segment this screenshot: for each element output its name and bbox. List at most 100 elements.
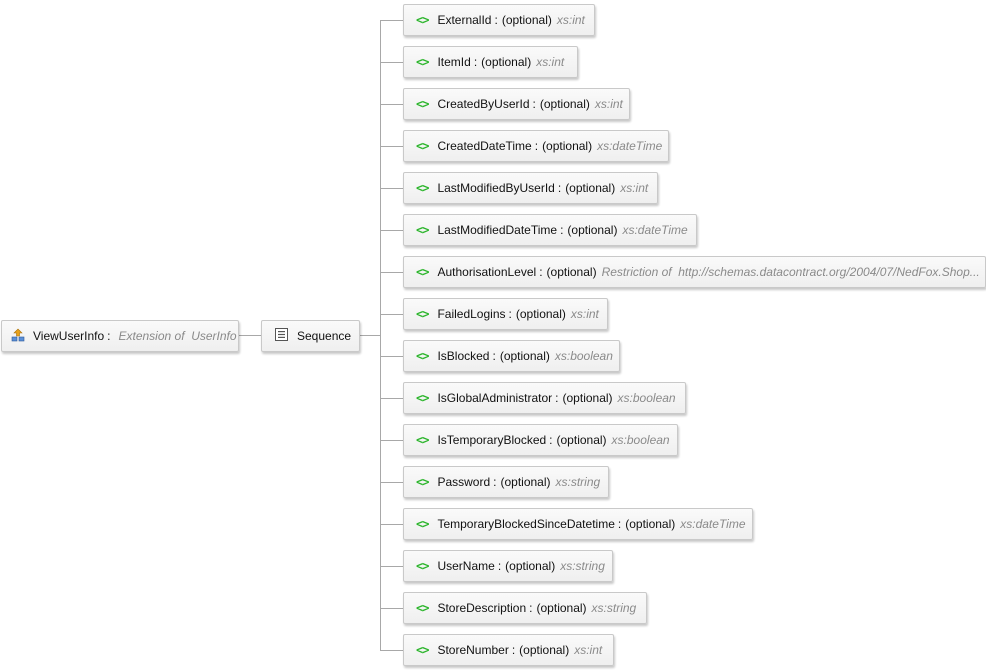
element-separator: :	[534, 139, 539, 153]
element-occurrence: (optional)	[539, 97, 590, 111]
element-node[interactable]: <> StoreDescription:(optional) xs:string	[403, 592, 647, 624]
element-type: xs:string	[591, 601, 637, 615]
element-node[interactable]: <>CreatedDateTime:(optional)xs:dateTime	[403, 130, 669, 162]
element-node[interactable]: <>LastModifiedByUserId:(optional)xs:int	[403, 172, 658, 204]
element-node[interactable]: <>UserName:(optional)xs:string	[403, 550, 613, 582]
element-icon: <>	[416, 223, 429, 237]
element-icon: <>	[416, 349, 429, 363]
root-type-separator: :	[107, 329, 111, 343]
element-name: ExternalId	[437, 13, 492, 27]
sequence-trunk-line	[380, 20, 381, 651]
element-node[interactable]: <>Password:(optional)xs:string	[403, 466, 609, 498]
element-branch-connector	[380, 482, 403, 483]
element-name: CreatedByUserId	[437, 97, 530, 111]
element-separator: :	[493, 475, 497, 489]
element-separator: :	[555, 391, 559, 405]
element-branch-connector	[380, 356, 403, 357]
element-type: xs:string	[555, 475, 601, 489]
element-node[interactable]: <>FailedLogins:(optional)xs:int	[403, 298, 608, 330]
element-icon: <>	[416, 139, 429, 153]
sequence-to-trunk-connector	[360, 335, 380, 336]
element-node[interactable]: <> AuthorisationLevel:(optional) Restricti…	[403, 256, 986, 288]
element-branch-connector	[380, 650, 403, 651]
element-name: LastModifiedDateTime	[437, 223, 558, 237]
element-branch-connector	[380, 104, 403, 105]
element-type: xs:int	[620, 181, 649, 195]
element-node[interactable]: <> TemporaryBlockedSinceDatetime:(optiona…	[403, 508, 753, 540]
element-branch-connector	[380, 314, 403, 315]
element-name: UserName	[437, 559, 495, 573]
element-separator: :	[473, 55, 478, 69]
element-node[interactable]: <>LastModifiedDateTime:(optional)xs:date…	[403, 214, 697, 246]
element-type: xs:dateTime	[597, 139, 663, 153]
element-icon: <>	[416, 265, 429, 279]
root-type-node[interactable]: ViewUserInfo : Extension of UserInfo	[1, 320, 239, 352]
element-branch-connector	[380, 272, 403, 273]
element-name: IsBlocked	[437, 349, 490, 363]
element-occurrence: (optional)	[500, 475, 551, 489]
element-occurrence: (optional)	[625, 517, 676, 531]
element-occurrence: (optional)	[536, 601, 587, 615]
element-node[interactable]: <>IsBlocked:(optional)xs:boolean	[403, 340, 620, 372]
element-separator: :	[511, 643, 516, 657]
root-type-name: ViewUserInfo	[33, 329, 105, 343]
element-node[interactable]: <>ExternalId:(optional)xs:int	[403, 4, 595, 36]
element-icon: <>	[416, 433, 429, 447]
sequence-icon	[275, 328, 288, 344]
element-occurrence: (optional)	[565, 181, 616, 195]
element-icon: <>	[416, 517, 429, 531]
element-type: xs:int	[574, 643, 603, 657]
element-name: FailedLogins	[437, 307, 506, 321]
element-name: StoreDescription	[437, 601, 527, 615]
element-separator: :	[617, 517, 622, 531]
element-branch-connector	[380, 440, 403, 441]
element-type: xs:int	[570, 307, 599, 321]
element-occurrence: (optional)	[546, 265, 597, 279]
root-type-extension: Extension of UserInfo	[118, 329, 237, 343]
element-node[interactable]: <>StoreNumber:(optional)xs:int	[403, 634, 614, 666]
element-node[interactable]: <>IsGlobalAdministrator:(optional)xs:boo…	[403, 382, 686, 414]
element-icon: <>	[416, 559, 429, 573]
element-occurrence: (optional)	[562, 391, 613, 405]
element-type: xs:boolean	[611, 433, 670, 447]
element-icon: <>	[416, 13, 429, 27]
element-type: xs:int	[594, 97, 623, 111]
element-name: TemporaryBlockedSinceDatetime	[437, 517, 615, 531]
element-icon: <>	[416, 55, 429, 69]
element-separator: :	[532, 97, 536, 111]
element-branch-connector	[380, 62, 403, 63]
element-separator: :	[492, 349, 496, 363]
element-node[interactable]: <>CreatedByUserId:(optional)xs:int	[403, 88, 630, 120]
element-separator: :	[539, 265, 543, 279]
element-occurrence: (optional)	[556, 433, 607, 447]
element-branch-connector	[380, 566, 403, 567]
element-separator: :	[529, 601, 533, 615]
element-name: IsTemporaryBlocked	[437, 433, 547, 447]
element-occurrence: (optional)	[567, 223, 618, 237]
element-occurrence: (optional)	[519, 643, 570, 657]
element-icon: <>	[416, 643, 429, 657]
sequence-node[interactable]: Sequence	[261, 320, 360, 352]
element-branch-connector	[380, 146, 403, 147]
element-type: xs:dateTime	[680, 517, 746, 531]
element-icon: <>	[416, 391, 429, 405]
element-type: xs:dateTime	[622, 223, 688, 237]
element-type: xs:boolean	[617, 391, 676, 405]
element-separator: :	[557, 181, 562, 195]
element-separator: :	[497, 559, 502, 573]
element-occurrence: (optional)	[501, 13, 552, 27]
element-separator: :	[508, 307, 512, 321]
element-name: AuthorisationLevel	[437, 265, 537, 279]
element-icon: <>	[416, 601, 429, 615]
element-occurrence: (optional)	[499, 349, 550, 363]
element-node[interactable]: <>IsTemporaryBlocked:(optional)xs:boolea…	[403, 424, 678, 456]
element-name: CreatedDateTime	[437, 139, 532, 153]
element-type: Restriction of http://schemas.datacontra…	[601, 265, 980, 279]
element-occurrence: (optional)	[515, 307, 566, 321]
element-node[interactable]: <>ItemId:(optional)xs:int	[403, 46, 578, 78]
complex-type-extension-icon	[11, 328, 25, 345]
element-branch-connector	[380, 20, 403, 21]
element-branch-connector	[380, 608, 403, 609]
element-name: LastModifiedByUserId	[437, 181, 555, 195]
element-occurrence: (optional)	[505, 559, 556, 573]
